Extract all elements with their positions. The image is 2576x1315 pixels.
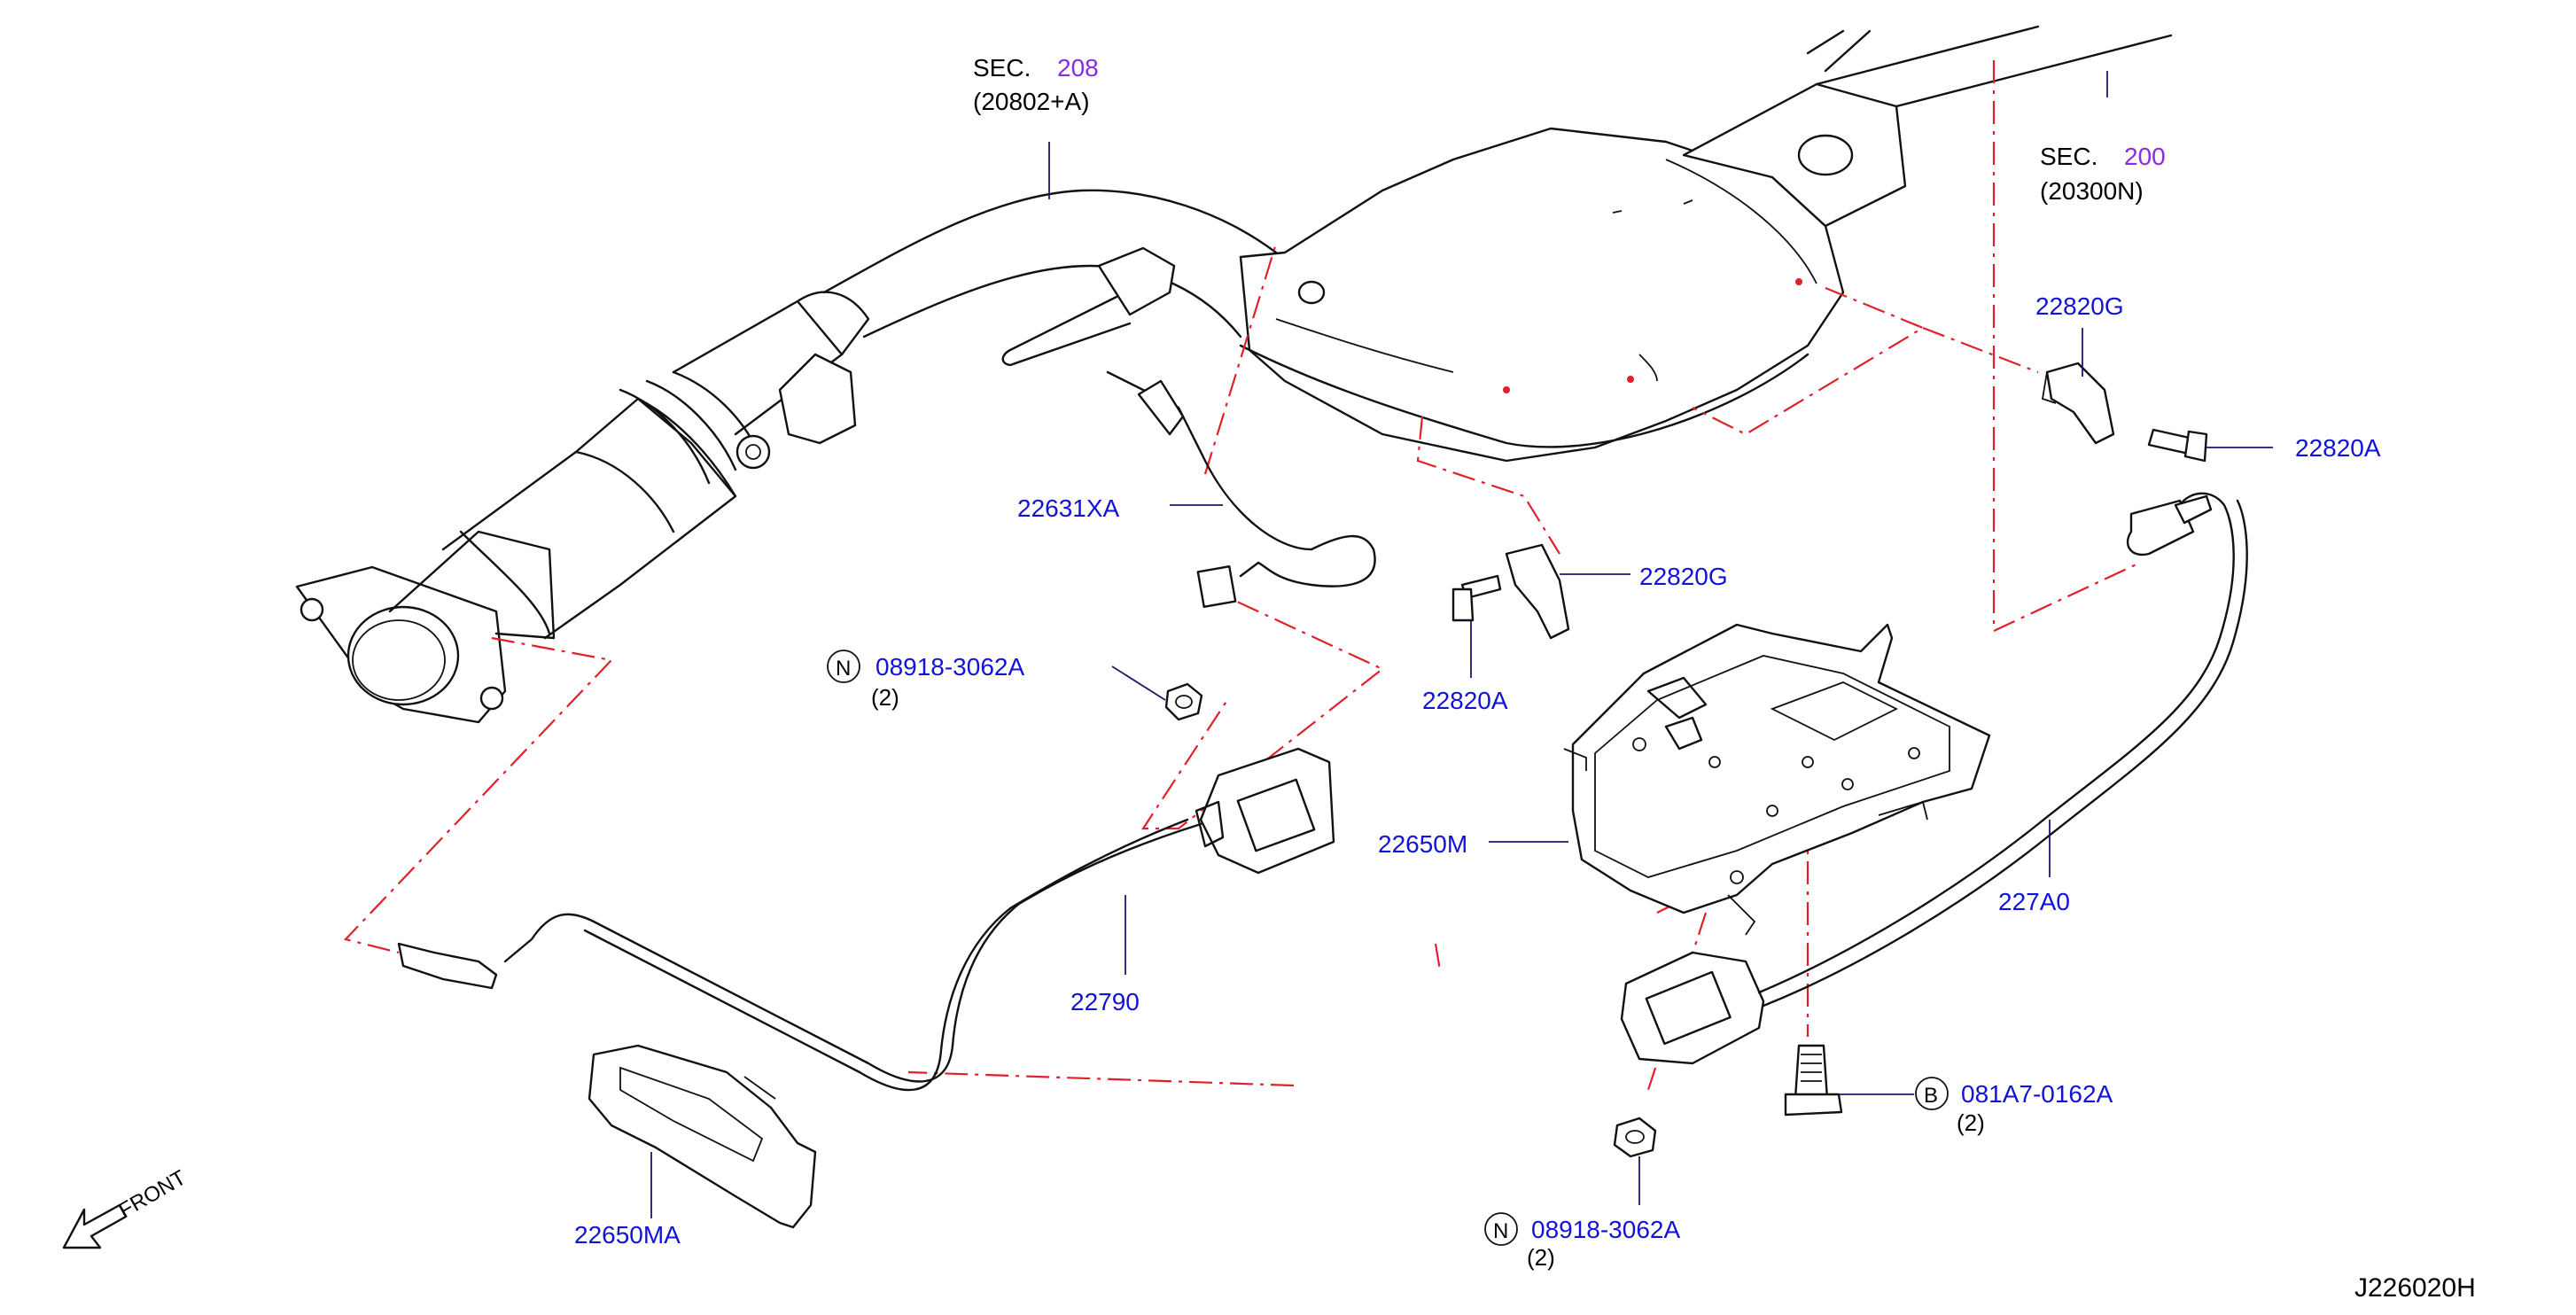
bracket-middle xyxy=(1505,543,1570,640)
sensor-lower xyxy=(397,747,1335,1092)
callout-22790: 22790 xyxy=(1070,988,1140,1015)
sec-208-prefix: SEC. xyxy=(973,54,1031,82)
callout-22820G-upper: 22820G xyxy=(2035,292,2124,320)
nut-lower-qty: (2) xyxy=(1527,1244,1555,1271)
front-label: FRONT xyxy=(115,1165,191,1223)
heat-shield-large xyxy=(1563,623,1991,936)
nut-lower xyxy=(1613,1117,1657,1158)
nut-upper-qty: (2) xyxy=(871,684,899,711)
heat-shield-small xyxy=(588,1044,817,1229)
callout-nut-lower: N 08918-3062A (2) xyxy=(1484,1212,1680,1271)
bolt-upper-right xyxy=(2147,428,2208,463)
nut-upper-part: 08918-3062A xyxy=(876,653,1024,681)
sensor-rear xyxy=(1620,492,2248,1065)
callout-bolt-lower: B 081A7-0162A (2) xyxy=(1915,1077,2113,1136)
sensor-upstream xyxy=(1106,370,1376,609)
sec-208-label: SEC. 208 (20802+A) xyxy=(973,54,1099,115)
callout-22650MA: 22650MA xyxy=(574,1221,681,1249)
nut-upper xyxy=(1164,682,1203,721)
sec-200-prefix: SEC. xyxy=(2040,143,2097,170)
bracket-upper-right xyxy=(2041,362,2115,445)
callout-227A0: 227A0 xyxy=(1998,888,2070,915)
sec-208-number: 208 xyxy=(1057,54,1099,82)
bolt-lower-marker: B xyxy=(1924,1084,1938,1108)
nut-lower-part: 08918-3062A xyxy=(1531,1216,1680,1243)
leader-lines xyxy=(650,71,2273,1218)
sec-200-ref: (20300N) xyxy=(2040,177,2144,205)
nut-lower-marker: N xyxy=(1493,1219,1508,1243)
sec-200-number: 200 xyxy=(2124,143,2166,170)
front-tube-assembly xyxy=(295,189,1278,724)
callout-22820A-upper: 22820A xyxy=(2295,434,2381,462)
callout-22820G-middle: 22820G xyxy=(1639,563,1728,590)
sec-200-label: SEC. 200 (20300N) xyxy=(2040,143,2166,205)
sec-208-ref: (20802+A) xyxy=(973,88,1090,115)
bolt-lower xyxy=(1784,1044,1843,1117)
callout-22650M: 22650M xyxy=(1378,830,1467,858)
callout-nut-upper: N 08918-3062A (2) xyxy=(827,650,1024,711)
callout-22820A-middle: 22820A xyxy=(1422,687,1508,714)
bolt-lower-part: 081A7-0162A xyxy=(1961,1080,2113,1108)
nut-upper-marker: N xyxy=(836,657,851,681)
bolt-middle xyxy=(1451,574,1502,622)
callout-22631XA: 22631XA xyxy=(1017,494,1120,522)
front-arrow: FRONT xyxy=(62,1165,191,1249)
bolt-lower-qty: (2) xyxy=(1957,1109,1985,1136)
diagram-id: J226020H xyxy=(2354,1273,2476,1303)
catalyst-converter xyxy=(1239,25,2173,463)
